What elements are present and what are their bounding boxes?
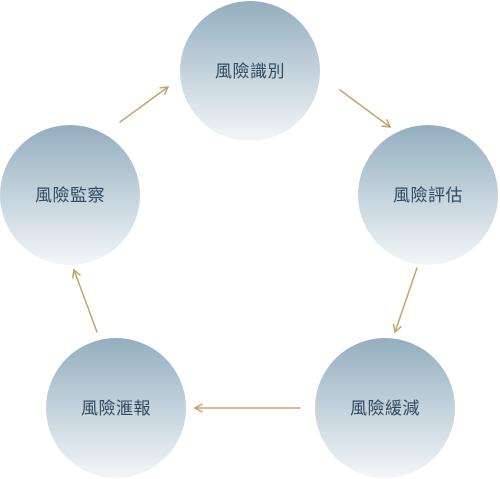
edge-monitor-identify [119,86,170,123]
node-label-mitigate: 風險緩減 [350,399,420,419]
node-label-assess: 風險評估 [393,186,463,206]
node-mitigate: 風險緩減 [315,338,455,478]
node-circle [46,338,186,478]
node-report: 風險滙報 [46,338,186,478]
node-label-report: 風險滙報 [81,399,151,419]
node-label-identify: 風險識別 [215,62,285,82]
edge-identify-assess [339,89,392,128]
node-identify: 風險識別 [180,1,320,141]
arrow-assess-to-mitigate [392,267,418,334]
node-circle [0,125,140,265]
node-circle [180,1,320,141]
edge-report-monitor [71,268,98,333]
node-circle [358,125,498,265]
arrow-identify-to-assess [339,89,392,128]
node-label-monitor: 風險監察 [35,186,105,206]
node-assess: 風險評估 [358,125,498,265]
arrow-report-to-monitor [71,268,98,333]
node-circle [315,338,455,478]
arrow-monitor-to-identify [119,86,170,123]
edge-assess-mitigate [392,267,418,334]
node-monitor: 風險監察 [0,125,140,265]
